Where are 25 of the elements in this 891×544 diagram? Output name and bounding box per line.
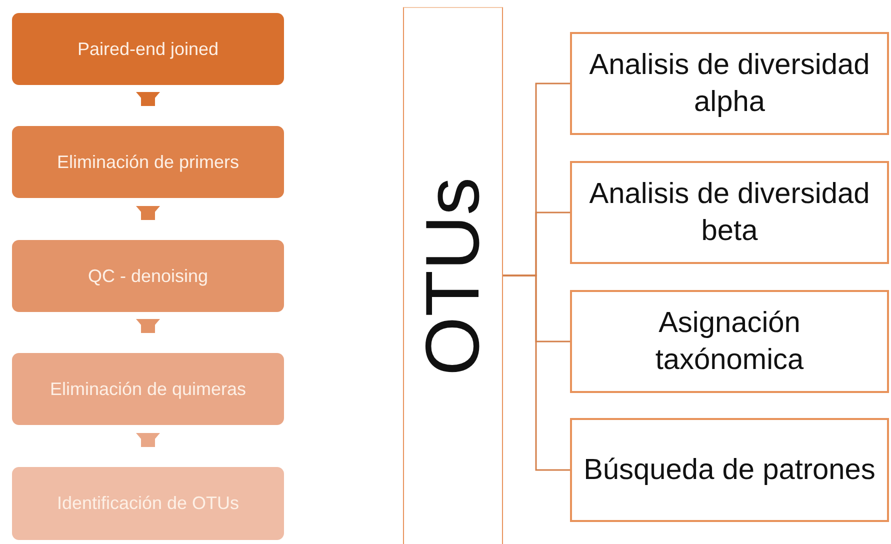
block-arrow <box>136 92 160 106</box>
analysis-box <box>570 161 889 264</box>
box-label: Identificación de OTUs <box>56 493 240 514</box>
process-step-box <box>12 467 284 540</box>
process-step-box <box>12 126 284 198</box>
box-label: Analisis de diversidad beta <box>588 177 871 248</box>
rotated-heading: OTUs <box>410 176 496 376</box>
process-step-box <box>12 240 284 312</box>
analysis-box <box>570 32 889 135</box>
block-arrow <box>136 206 160 220</box>
block-arrow <box>136 319 160 333</box>
box-label: Eliminación de primers <box>56 152 240 172</box>
box-label: Paired-end joined <box>77 38 219 60</box>
analysis-box <box>570 418 889 522</box>
box-label: QC - denoising <box>88 266 208 286</box>
box-label: Asignación taxónomica <box>654 306 805 378</box>
box-label: Búsqueda de patrones <box>584 452 876 488</box>
box-label: Analisis de diversidad alpha <box>588 48 871 120</box>
connector-line <box>503 274 570 471</box>
process-step-box <box>12 13 284 85</box>
root-panel <box>403 7 503 544</box>
box-label: Eliminación de quimeras <box>50 378 246 400</box>
process-step-box <box>12 353 284 425</box>
analysis-box <box>570 290 889 393</box>
block-arrow <box>136 433 160 447</box>
